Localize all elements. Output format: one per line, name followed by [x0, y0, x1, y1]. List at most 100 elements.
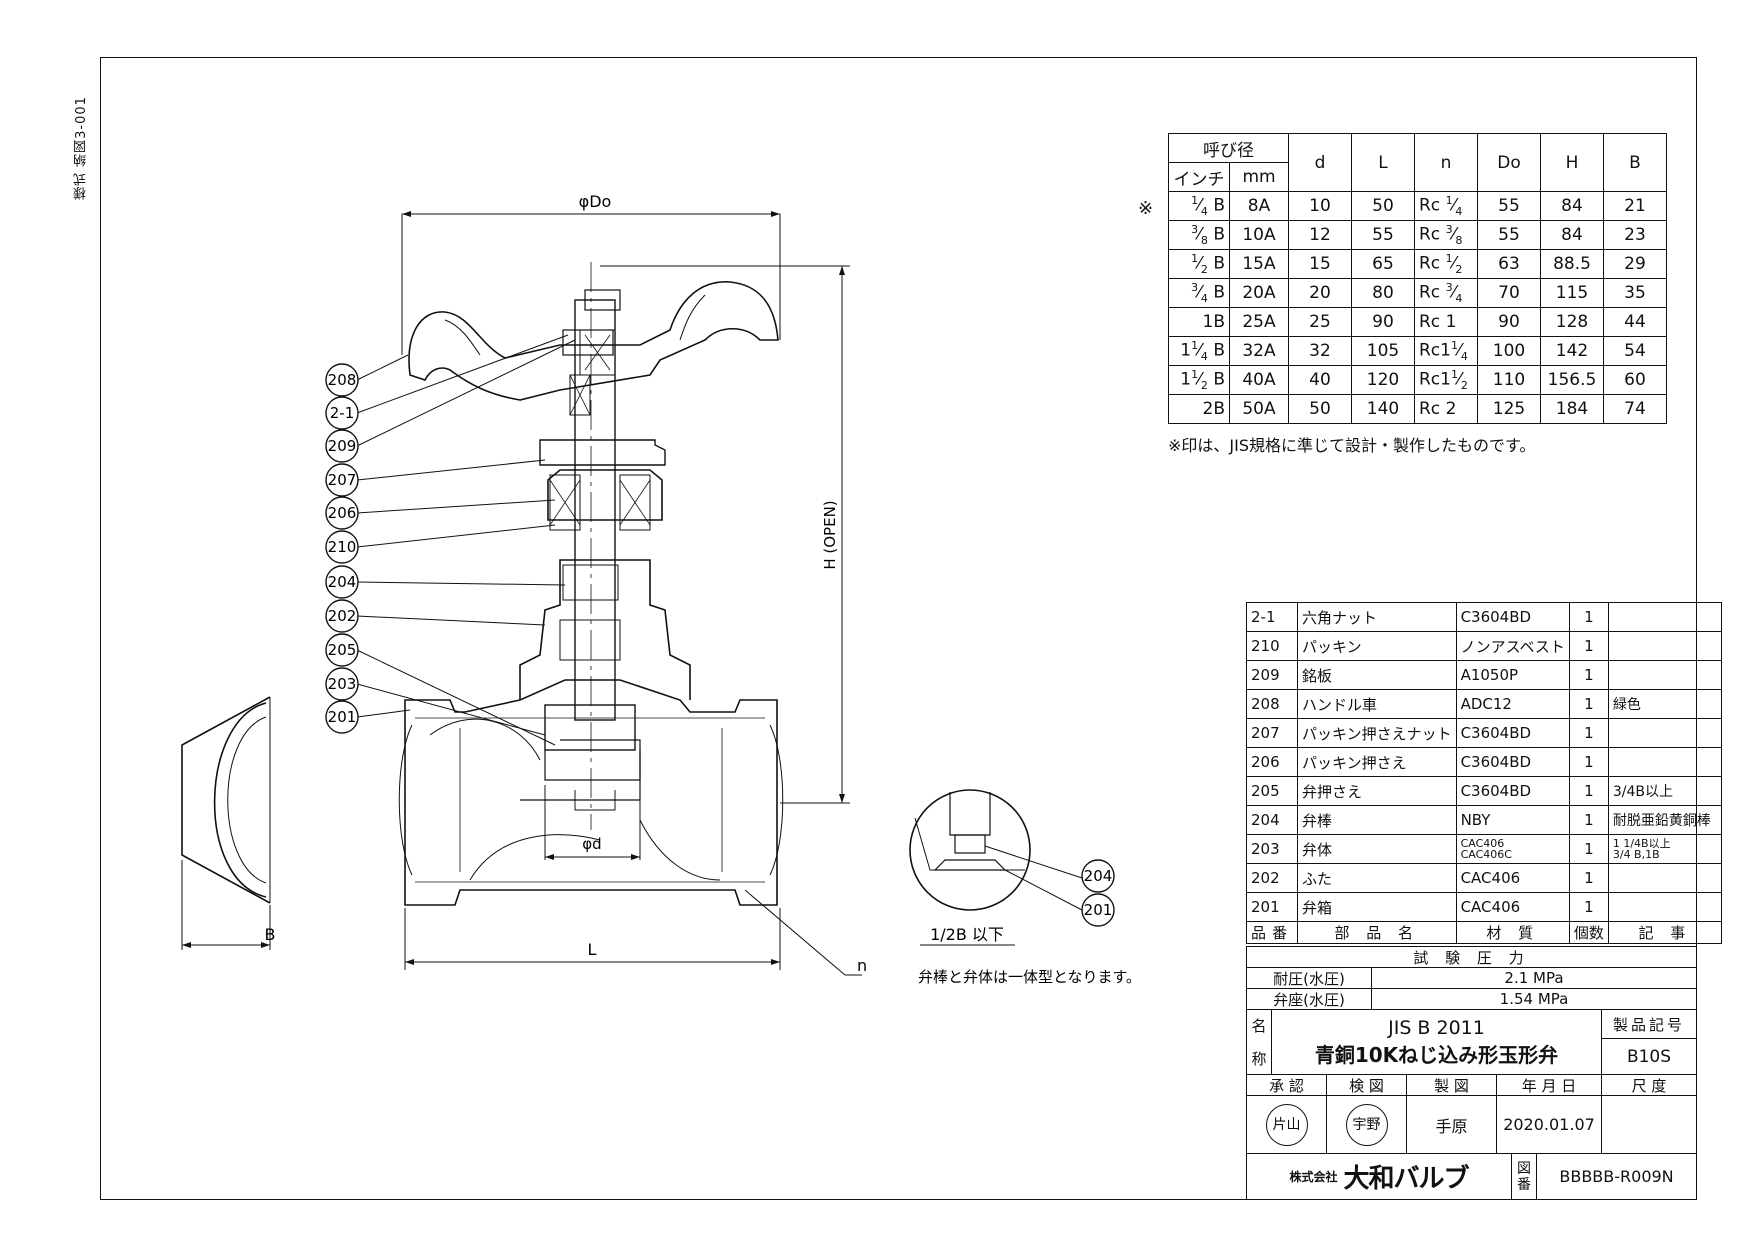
thread-n: Rc 2	[1414, 394, 1478, 424]
value-d: 25	[1288, 307, 1352, 337]
part-number: 2-1	[1245, 602, 1299, 632]
part-qty: 1	[1568, 747, 1609, 777]
valve-body	[404, 679, 778, 906]
size-inch: B1⁄2 B	[1168, 249, 1230, 279]
balloon: 202	[325, 599, 359, 633]
balloon: 207	[325, 463, 359, 497]
part-remark	[1607, 631, 1722, 661]
drawing-number: BBBBB-R009N	[1536, 1153, 1697, 1200]
value-l: 55	[1351, 220, 1415, 250]
size-mm: 10A	[1229, 220, 1289, 250]
size-mm: 40A	[1229, 365, 1289, 395]
part-material: ADC12	[1455, 689, 1570, 719]
part-qty: 1	[1568, 863, 1609, 893]
company-logo: 株式会社 大和バルブ	[1246, 1153, 1512, 1200]
balloon: 204	[1081, 859, 1115, 893]
size-mm: 25A	[1229, 307, 1289, 337]
thread-n: Rc11⁄2	[1414, 365, 1478, 395]
part-qty: 1	[1568, 805, 1609, 835]
part-name: 弁押さえ	[1297, 776, 1457, 806]
test-pressure-title: 試 験 圧 力	[1246, 946, 1697, 968]
company-name: 大和バルブ	[1343, 1164, 1470, 1194]
approval-label: 承 認	[1246, 1074, 1327, 1096]
part-name: 弁棒	[1297, 805, 1457, 835]
value-l: 65	[1351, 249, 1415, 279]
value-l: 120	[1351, 365, 1415, 395]
balloon-label: 209	[328, 437, 357, 455]
check-label: 検 図	[1326, 1074, 1407, 1096]
part-material: C3604BD	[1455, 602, 1570, 632]
standard-label: JIS B 2011	[1388, 1016, 1485, 1039]
company-prefix: 株式会社	[1289, 1170, 1338, 1184]
size-inch: 1 B11⁄2 B	[1168, 365, 1230, 395]
valve-stem	[574, 299, 616, 721]
value-h: 128	[1540, 307, 1604, 337]
size-inch: 2B	[1168, 394, 1230, 424]
product-code: B10S	[1601, 1038, 1697, 1075]
dim-l-label: L	[588, 940, 597, 959]
part-name: パッキン押さえ	[1297, 747, 1457, 777]
balloon-label: 203	[328, 675, 357, 693]
value-l: 105	[1351, 336, 1415, 366]
part-name: 銘板	[1297, 660, 1457, 690]
seat-pressure-value: 1.54 MPa	[1371, 988, 1697, 1010]
balloon: 203	[325, 667, 359, 701]
balloon-label: 204	[328, 573, 357, 591]
thread-n: Rc 3⁄8	[1414, 220, 1478, 250]
dim-do-label: φDo	[579, 192, 612, 211]
part-remark	[1607, 602, 1722, 632]
value-h: 84	[1540, 191, 1604, 221]
part-number: 208	[1245, 689, 1299, 719]
part-qty: 1	[1568, 892, 1609, 922]
part-remark	[1607, 660, 1722, 690]
part-qty: 1	[1568, 689, 1609, 719]
header-l: L	[1351, 133, 1415, 192]
pressure-value: 2.1 MPa	[1371, 967, 1697, 989]
value-d: 12	[1288, 220, 1352, 250]
value-l: 80	[1351, 278, 1415, 308]
drawing-no-label: 図番	[1511, 1153, 1537, 1200]
part-number: 210	[1245, 631, 1299, 661]
header-qty: 個数	[1568, 921, 1609, 944]
name-label: 名称	[1246, 1009, 1272, 1075]
product-code-label: 製品記号	[1601, 1009, 1697, 1039]
part-remark	[1607, 718, 1722, 748]
drawn-by: 手原	[1406, 1095, 1497, 1154]
check-seal-cell: 宇野	[1326, 1095, 1407, 1154]
size-inch: B3⁄8 B	[1168, 220, 1230, 250]
header-nominal-size: 呼び径	[1168, 133, 1289, 163]
value-l: 140	[1351, 394, 1415, 424]
part-remark: 3/4B以上	[1607, 776, 1722, 806]
value-do: 55	[1477, 191, 1541, 221]
approval-seal-cell: 片山	[1246, 1095, 1327, 1154]
bonnet	[519, 559, 691, 700]
balloon-label: 201	[1084, 901, 1113, 919]
part-qty: 1	[1568, 834, 1609, 864]
part-number: 204	[1245, 805, 1299, 835]
value-h: 156.5	[1540, 365, 1604, 395]
part-material: NBY	[1455, 805, 1570, 835]
value-l: 50	[1351, 191, 1415, 221]
product-title: JIS B 2011 青銅10Kねじ込み形玉形弁	[1271, 1009, 1602, 1075]
thread-n: Rc 1⁄2	[1414, 249, 1478, 279]
detail-note: 弁棒と弁体は一体型となります。	[918, 968, 1141, 986]
part-qty: 1	[1568, 602, 1609, 632]
jis-note: ※印は、JIS規格に準じて設計・製作したものです。	[1168, 436, 1536, 455]
value-d: 10	[1288, 191, 1352, 221]
dim-h-label: H (OPEN)	[821, 500, 839, 569]
part-name: パッキン	[1297, 631, 1457, 661]
approval-seal: 片山	[1265, 1103, 1308, 1146]
size-inch: 1 B11⁄4 B	[1168, 336, 1230, 366]
